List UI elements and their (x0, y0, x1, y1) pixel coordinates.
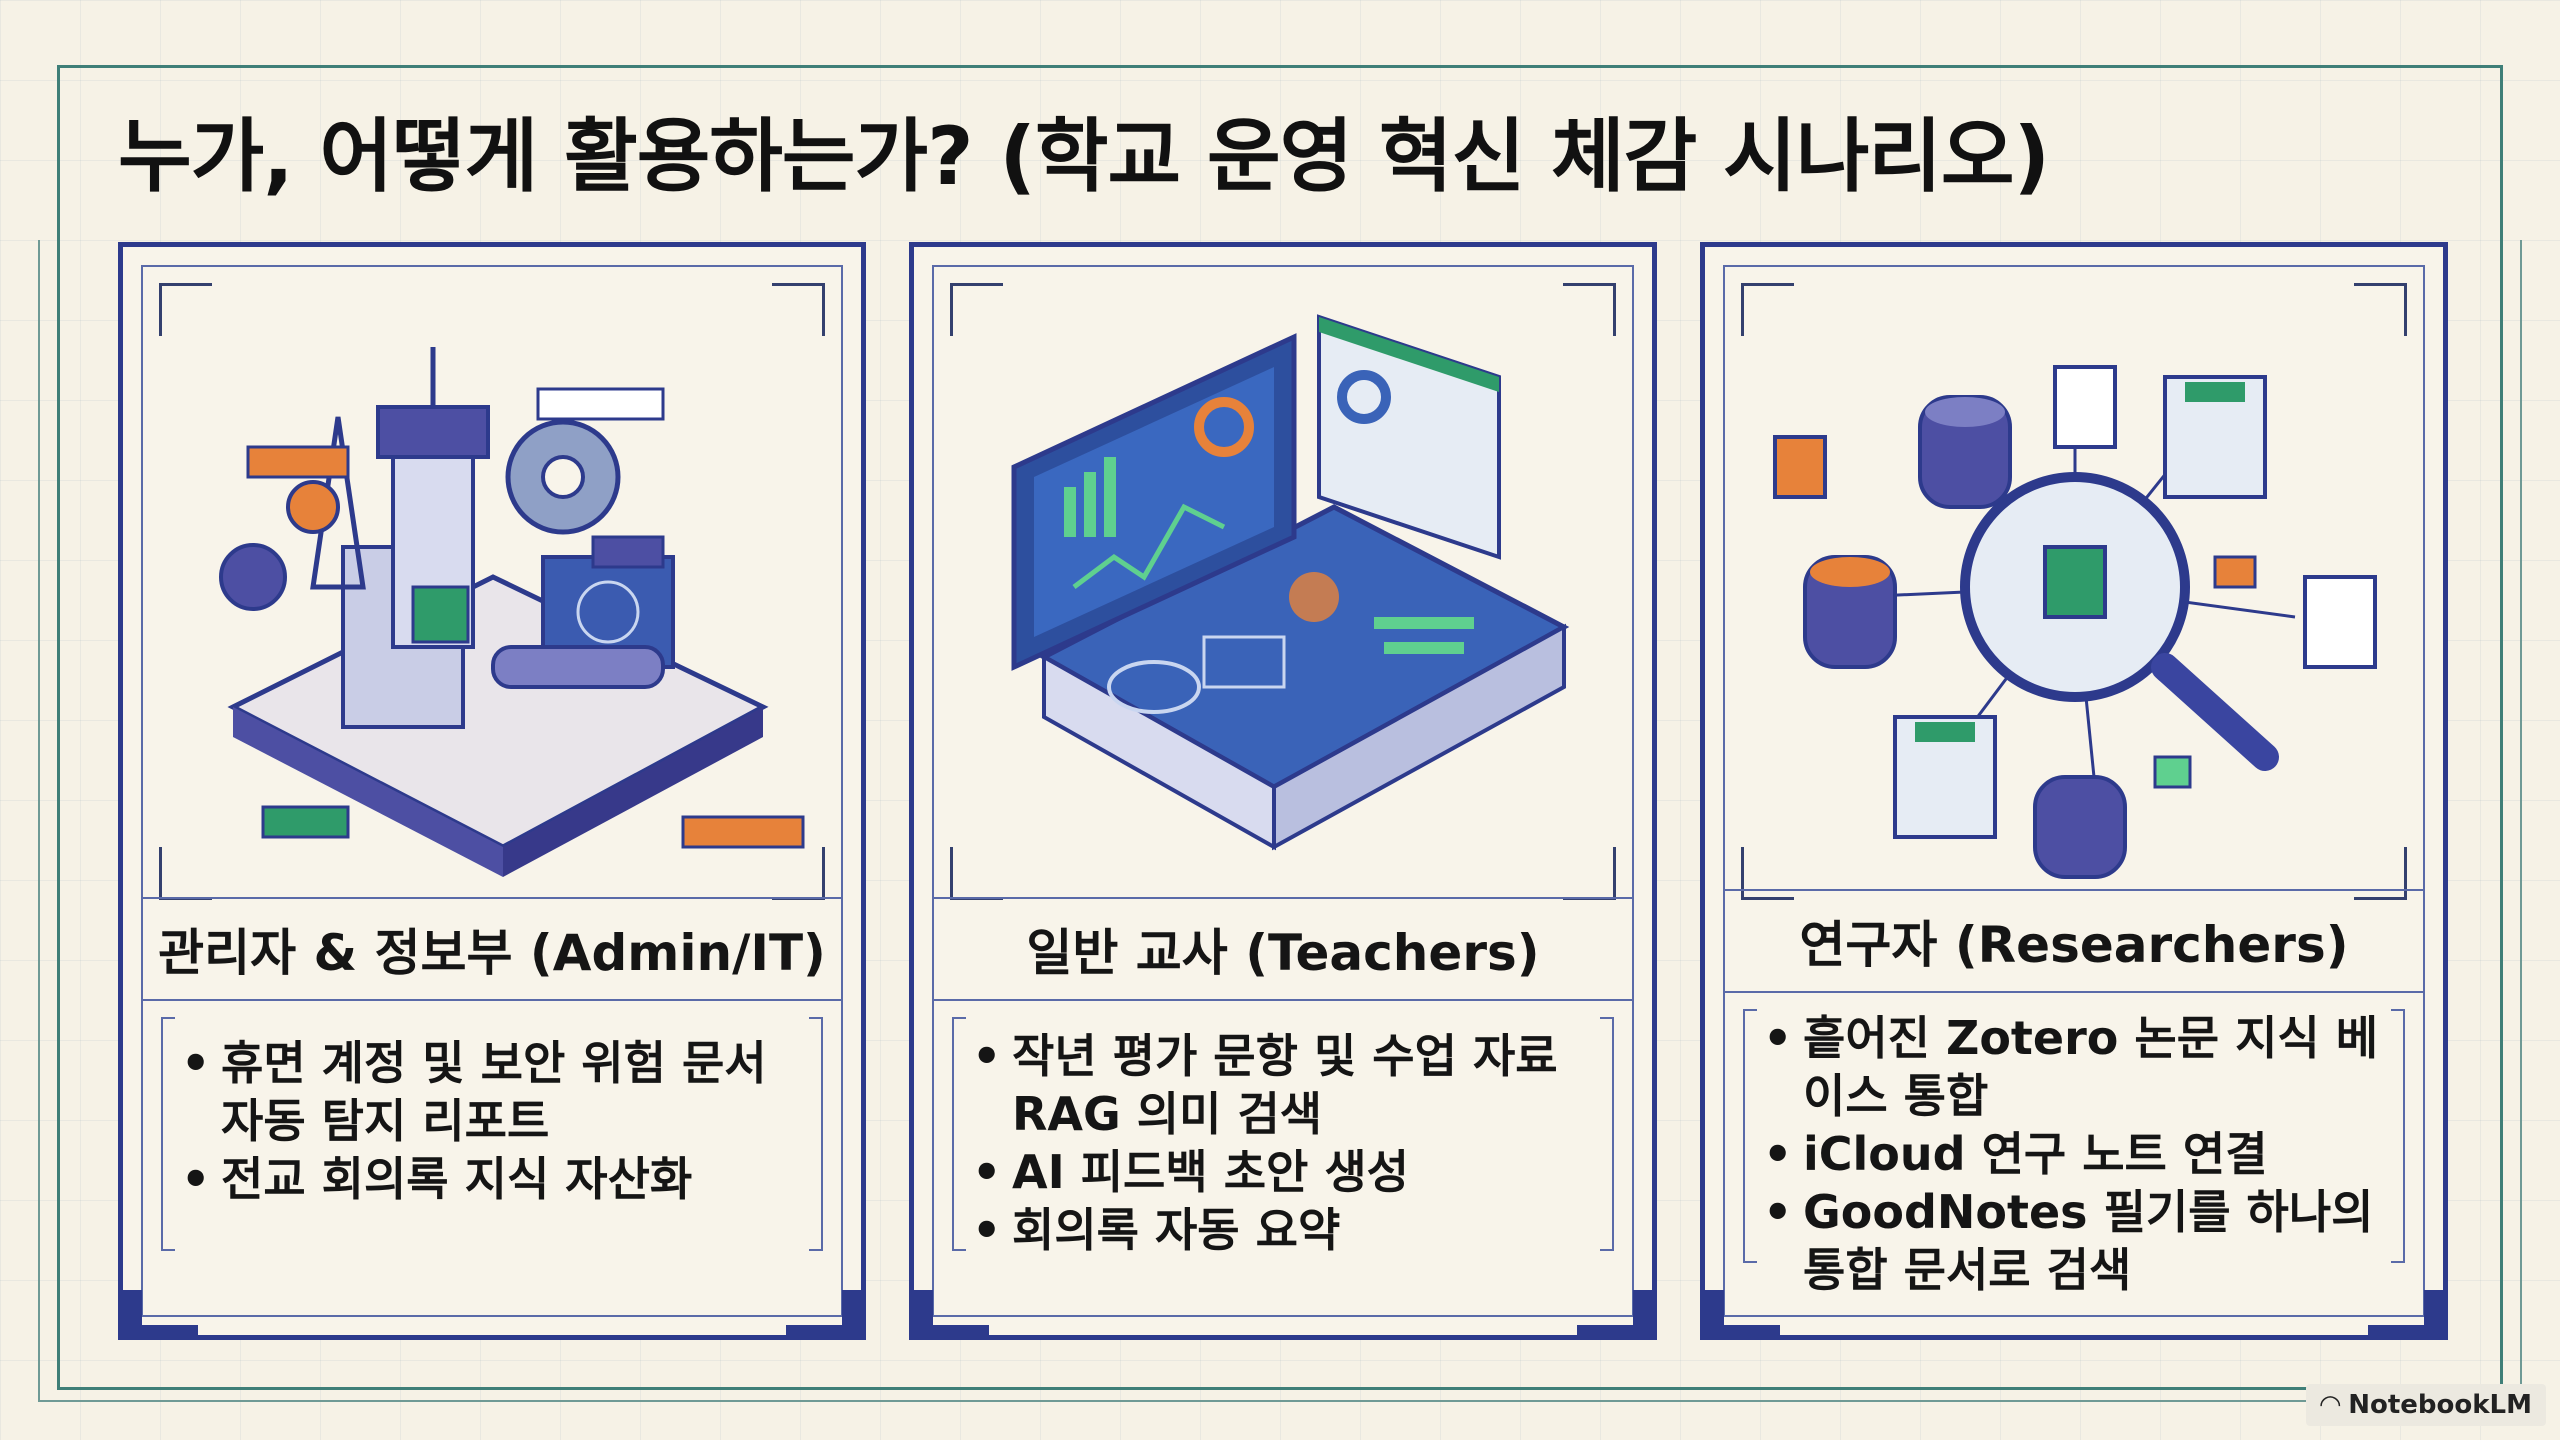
list-item: 휴면 계정 및 보안 위험 문서 자동 탐지 리포트 (181, 1034, 821, 1150)
frame-bracket (809, 1017, 823, 1251)
outer-frame (57, 65, 2503, 1390)
card-inner-frame (1723, 265, 2425, 1317)
factory-server-illustration (219, 347, 805, 877)
frame-bracket (2354, 847, 2407, 900)
bullet-list: 흩어진 Zotero 논문 지식 베이스 통합 iCloud 연구 노트 연결 … (1763, 1009, 2403, 1299)
outer-frame-secondary (38, 240, 2522, 1402)
card-heading: 관리자 & 정보부 (Admin/IT) (141, 897, 843, 1001)
frame-bracket (1563, 283, 1616, 336)
card-heading: 일반 교사 (Teachers) (932, 897, 1634, 1001)
card-heading: 연구자 (Researchers) (1723, 889, 2425, 993)
list-item: iCloud 연구 노트 연결 (1763, 1125, 2403, 1183)
list-item: 작년 평가 문항 및 수업 자료 RAG 의미 검색 (972, 1027, 1612, 1143)
list-item: 전교 회의록 지식 자산화 (181, 1150, 821, 1208)
card-inner-frame (141, 265, 843, 1317)
frame-bracket (159, 283, 212, 336)
notebooklm-logo-icon: ◠ (2320, 1390, 2341, 1420)
bullet-list: 작년 평가 문항 및 수업 자료 RAG 의미 검색 AI 피드백 초안 생성 … (972, 1027, 1612, 1259)
list-item: 흩어진 Zotero 논문 지식 베이스 통합 (1763, 1009, 2403, 1125)
frame-bracket (772, 283, 825, 336)
list-item: 회의록 자동 요약 (972, 1201, 1612, 1259)
list-item: AI 피드백 초안 생성 (972, 1143, 1612, 1201)
frame-bracket (1741, 847, 1794, 900)
frame-bracket (1743, 1009, 1757, 1263)
card-inner-frame (932, 265, 1634, 1317)
card-teachers: 일반 교사 (Teachers) 작년 평가 문항 및 수업 자료 RAG 의미… (909, 242, 1657, 1340)
frame-bracket (1741, 283, 1794, 336)
card-admin-it: 관리자 & 정보부 (Admin/IT) 휴면 계정 및 보안 위험 문서 자동… (118, 242, 866, 1340)
list-item: GoodNotes 필기를 하나의 통합 문서로 검색 (1763, 1183, 2403, 1299)
page-title: 누가, 어떻게 활용하는가? (학교 운영 혁신 체감 시나리오) (118, 110, 2050, 203)
brand-label: NotebookLM (2348, 1390, 2532, 1420)
notebooklm-badge: ◠ NotebookLM (2306, 1384, 2546, 1426)
frame-bracket (161, 1017, 175, 1251)
bullet-list: 휴면 계정 및 보안 위험 문서 자동 탐지 리포트 전교 회의록 지식 자산화 (181, 1034, 821, 1208)
frame-bracket (950, 283, 1003, 336)
card-researchers: 연구자 (Researchers) 흩어진 Zotero 논문 지식 베이스 통… (1700, 242, 2448, 1340)
frame-bracket (952, 1017, 966, 1251)
frame-bracket (2354, 283, 2407, 336)
database-magnifier-illustration (1773, 365, 2377, 879)
dashboard-screen-illustration (1011, 314, 1570, 851)
